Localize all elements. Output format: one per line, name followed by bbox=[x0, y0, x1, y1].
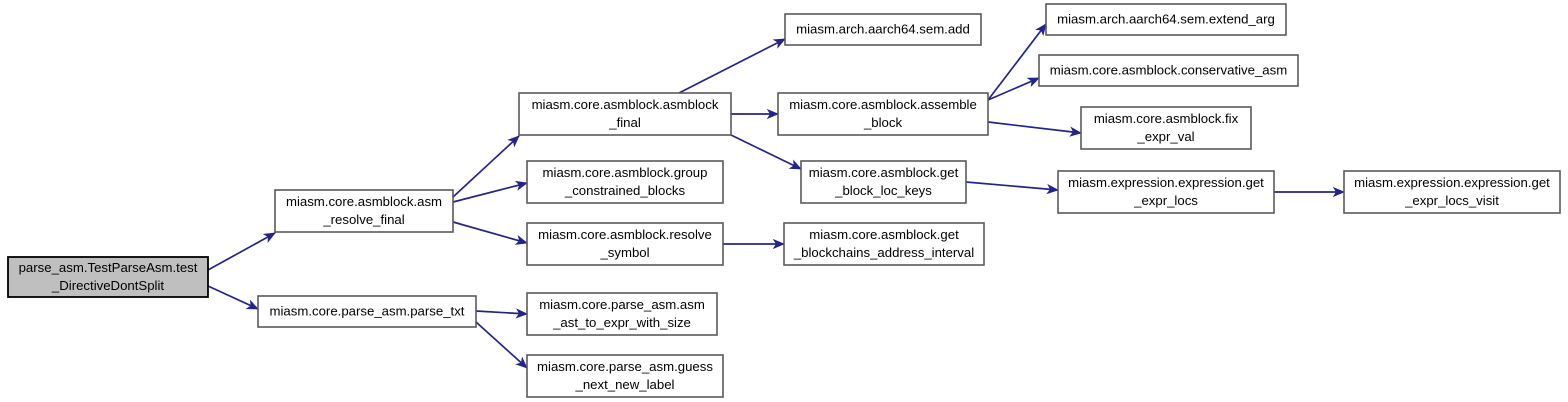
call-edge-asmblock_final-to-sem_add bbox=[678, 38, 786, 94]
node-label-root-line1: parse_asm.TestParseAsm.test bbox=[19, 260, 198, 275]
node-box-get_expr_locs_visit[interactable] bbox=[1343, 170, 1561, 214]
node-label-fix_expr_val-line2: _expr_val bbox=[1136, 129, 1194, 144]
node-label-conservative_asm-line1: miasm.core.asmblock.conservative_asm bbox=[1050, 62, 1287, 77]
call-edge-asm_resolve_final-to-resolve_symbol bbox=[452, 221, 528, 245]
node-label-group_constrained_blocks-line2: _constrained_blocks bbox=[564, 183, 686, 198]
node-box-parse_txt[interactable] bbox=[257, 295, 477, 328]
node-box-resolve_symbol[interactable] bbox=[526, 222, 724, 266]
node-label-get_expr_locs-line1: miasm.expression.expression.get bbox=[1068, 175, 1264, 190]
nodes-layer: parse_asm.TestParseAsm.test _DirectiveDon… bbox=[7, 3, 1561, 398]
node-box-fix_expr_val[interactable] bbox=[1080, 106, 1252, 150]
node-box-get_blockchains_address_interval[interactable] bbox=[783, 222, 985, 266]
graph-node-get_block_loc_keys[interactable]: miasm.core.asmblock.get _block_loc_keys bbox=[800, 160, 967, 204]
node-box-guess_next_new_label[interactable] bbox=[526, 354, 724, 398]
node-box-assemble_block[interactable] bbox=[777, 92, 989, 136]
graph-node-asmblock_final[interactable]: miasm.core.asmblock.asmblock _final bbox=[518, 92, 732, 136]
node-label-group_constrained_blocks-line1: miasm.core.asmblock.group bbox=[543, 165, 708, 180]
node-label-get_blockchains_address_interval-line1: miasm.core.asmblock.get bbox=[809, 227, 959, 242]
node-label-get_expr_locs_visit-line1: miasm.expression.expression.get bbox=[1354, 175, 1550, 190]
call-edge-root-to-asm_resolve_final bbox=[207, 232, 276, 271]
node-label-asmblock_final-line1: miasm.core.asmblock.asmblock bbox=[532, 97, 719, 112]
node-label-asm_resolve_final-line2: _resolve_final bbox=[322, 212, 404, 227]
node-label-asm_ast_to_expr_with_size-line1: miasm.core.parse_asm.asm bbox=[539, 297, 705, 312]
graph-node-asm_resolve_final[interactable]: miasm.core.asmblock.asm _resolve_final bbox=[274, 189, 454, 233]
node-label-root-line2: _DirectiveDontSplit bbox=[51, 278, 164, 293]
node-label-fix_expr_val-line1: miasm.core.asmblock.fix bbox=[1094, 111, 1239, 126]
call-edge-root-to-parse_txt bbox=[207, 285, 259, 310]
node-box-sem_add[interactable] bbox=[784, 13, 982, 46]
node-label-extend_arg-line1: miasm.arch.aarch64.sem.extend_arg bbox=[1057, 11, 1275, 26]
graph-node-get_expr_locs[interactable]: miasm.expression.expression.get _expr_loc… bbox=[1057, 170, 1275, 214]
graph-node-assemble_block[interactable]: miasm.core.asmblock.assemble _block bbox=[777, 92, 989, 136]
call-edge-assemble_block-to-conservative_asm bbox=[987, 77, 1040, 101]
node-label-parse_txt-line1: miasm.core.parse_asm.parse_txt bbox=[270, 303, 465, 318]
graph-node-get_expr_locs_visit[interactable]: miasm.expression.expression.get _expr_loc… bbox=[1343, 170, 1561, 214]
node-box-asm_ast_to_expr_with_size[interactable] bbox=[526, 292, 718, 336]
call-edge-assemble_block-to-fix_expr_val bbox=[987, 121, 1082, 137]
call-edge-asm_resolve_final-to-asmblock_final bbox=[452, 135, 520, 198]
node-box-root[interactable] bbox=[7, 256, 209, 298]
graph-node-parse_txt[interactable]: miasm.core.parse_asm.parse_txt bbox=[257, 295, 477, 328]
node-label-get_block_loc_keys-line2: _block_loc_keys bbox=[834, 183, 932, 198]
node-label-resolve_symbol-line1: miasm.core.asmblock.resolve bbox=[538, 227, 712, 242]
call-edge-get_block_loc_keys-to-get_expr_locs bbox=[965, 181, 1059, 195]
call-edge-parse_txt-to-asm_ast_to_expr_with_size bbox=[475, 308, 528, 319]
node-label-get_expr_locs-line2: _expr_locs bbox=[1133, 193, 1198, 208]
node-label-asm_resolve_final-line1: miasm.core.asmblock.asm bbox=[286, 194, 442, 209]
node-box-asmblock_final[interactable] bbox=[518, 92, 732, 136]
call-edge-asm_resolve_final-to-group_constrained_blocks bbox=[452, 180, 528, 203]
node-box-get_block_loc_keys[interactable] bbox=[800, 160, 967, 204]
node-box-extend_arg[interactable] bbox=[1045, 3, 1287, 36]
node-label-asmblock_final-line2: _final bbox=[608, 115, 641, 130]
node-label-get_expr_locs_visit-line2: _expr_locs_visit bbox=[1404, 193, 1499, 208]
call-edge-assemble_block-to-extend_arg bbox=[987, 23, 1047, 101]
graph-node-guess_next_new_label[interactable]: miasm.core.parse_asm.guess _next_new_labe… bbox=[526, 354, 724, 398]
node-label-assemble_block-line1: miasm.core.asmblock.assemble bbox=[789, 97, 977, 112]
graph-node-asm_ast_to_expr_with_size[interactable]: miasm.core.parse_asm.asm _ast_to_expr_wit… bbox=[526, 292, 718, 336]
node-label-resolve_symbol-line2: _symbol bbox=[599, 245, 649, 260]
node-label-get_blockchains_address_interval-line2: _blockchains_address_interval bbox=[793, 245, 974, 260]
graph-node-sem_add[interactable]: miasm.arch.aarch64.sem.add bbox=[784, 13, 982, 46]
node-box-asm_resolve_final[interactable] bbox=[274, 189, 454, 233]
node-label-asm_ast_to_expr_with_size-line2: _ast_to_expr_with_size bbox=[552, 315, 691, 330]
node-label-guess_next_new_label-line1: miasm.core.parse_asm.guess bbox=[537, 359, 713, 374]
node-box-get_expr_locs[interactable] bbox=[1057, 170, 1275, 214]
node-box-conservative_asm[interactable] bbox=[1038, 54, 1299, 87]
graph-node-root[interactable]: parse_asm.TestParseAsm.test _DirectiveDon… bbox=[7, 256, 209, 298]
graph-node-fix_expr_val[interactable]: miasm.core.asmblock.fix _expr_val bbox=[1080, 106, 1252, 150]
graph-node-conservative_asm[interactable]: miasm.core.asmblock.conservative_asm bbox=[1038, 54, 1299, 87]
node-label-sem_add-line1: miasm.arch.aarch64.sem.add bbox=[796, 21, 970, 36]
edges-layer bbox=[207, 23, 1345, 369]
node-label-assemble_block-line2: _block bbox=[863, 115, 903, 130]
graph-node-resolve_symbol[interactable]: miasm.core.asmblock.resolve _symbol bbox=[526, 222, 724, 266]
node-label-get_block_loc_keys-line1: miasm.core.asmblock.get bbox=[809, 165, 959, 180]
call-edge-asmblock_final-to-get_block_loc_keys bbox=[730, 134, 802, 170]
node-label-guess_next_new_label-line2: _next_new_label bbox=[575, 377, 675, 392]
graph-node-get_blockchains_address_interval[interactable]: miasm.core.asmblock.get _blockchains_addr… bbox=[783, 222, 985, 266]
graph-node-group_constrained_blocks[interactable]: miasm.core.asmblock.group _constrained_bl… bbox=[526, 160, 724, 204]
call-edge-parse_txt-to-guess_next_new_label bbox=[475, 321, 528, 369]
node-box-group_constrained_blocks[interactable] bbox=[526, 160, 724, 204]
graph-node-extend_arg[interactable]: miasm.arch.aarch64.sem.extend_arg bbox=[1045, 3, 1287, 36]
